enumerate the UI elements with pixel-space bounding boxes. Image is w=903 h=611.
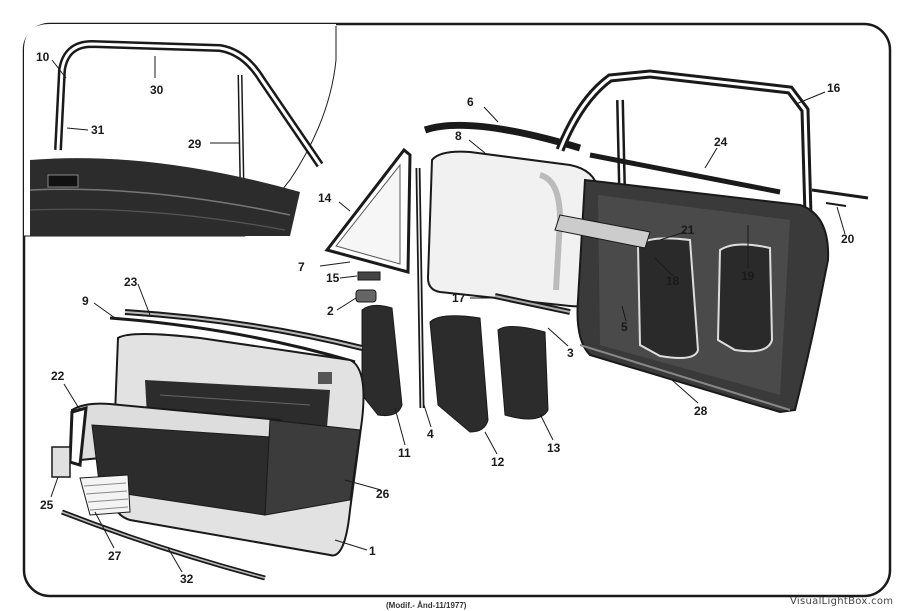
callout-23: 23 [124, 275, 138, 289]
callout-1: 1 [369, 544, 376, 558]
callout-26: 26 [376, 487, 390, 501]
clip-part-15 [357, 271, 381, 281]
leader-lines [50, 56, 846, 573]
callout-20: 20 [841, 232, 855, 246]
callout-14: 14 [318, 191, 332, 205]
quarter-vent [324, 147, 412, 274]
callout-25: 25 [40, 498, 54, 512]
callout-2: 2 [327, 304, 334, 318]
speaker-grille-27 [79, 474, 131, 516]
pad-11 [361, 304, 403, 416]
callout-5: 5 [621, 320, 628, 334]
callout-labels: 1 2 3 4 5 6 7 8 9 10 11 12 13 14 15 16 1… [36, 50, 855, 586]
footnote: (Modif.- Ånd-11/1977) [386, 601, 467, 610]
callout-13: 13 [547, 441, 561, 455]
pad-12 [429, 315, 489, 433]
callout-12: 12 [491, 455, 505, 469]
callout-6: 6 [467, 95, 474, 109]
callout-31: 31 [91, 123, 105, 137]
callout-29: 29 [188, 137, 202, 151]
callout-11: 11 [398, 446, 411, 460]
callout-18: 18 [666, 274, 680, 288]
door-shell [554, 69, 869, 414]
plate-25 [51, 446, 71, 478]
callout-22: 22 [51, 369, 65, 383]
clip-part-2 [355, 289, 377, 303]
watermark: VisualLightBox.com [790, 596, 893, 607]
belt-seal-upper [423, 121, 582, 152]
pad-13 [497, 326, 549, 420]
callout-3: 3 [567, 346, 574, 360]
callout-32: 32 [180, 572, 194, 586]
callout-8: 8 [455, 129, 462, 143]
callout-9: 9 [82, 294, 89, 308]
callout-17: 17 [452, 291, 466, 305]
callout-30: 30 [150, 83, 164, 97]
callout-10: 10 [36, 50, 50, 64]
callout-15: 15 [326, 271, 340, 285]
callout-16: 16 [827, 81, 841, 95]
callout-21: 21 [681, 223, 695, 237]
callout-24: 24 [714, 135, 728, 149]
armrest-pocket [68, 402, 361, 516]
callout-19: 19 [741, 269, 755, 283]
seal-9 [109, 316, 356, 364]
callout-28: 28 [694, 404, 708, 418]
belt-molding-24 [589, 152, 781, 195]
callout-27: 27 [108, 549, 122, 563]
callout-4: 4 [427, 427, 434, 441]
callout-7: 7 [298, 260, 305, 274]
inset-door-view [24, 24, 337, 237]
